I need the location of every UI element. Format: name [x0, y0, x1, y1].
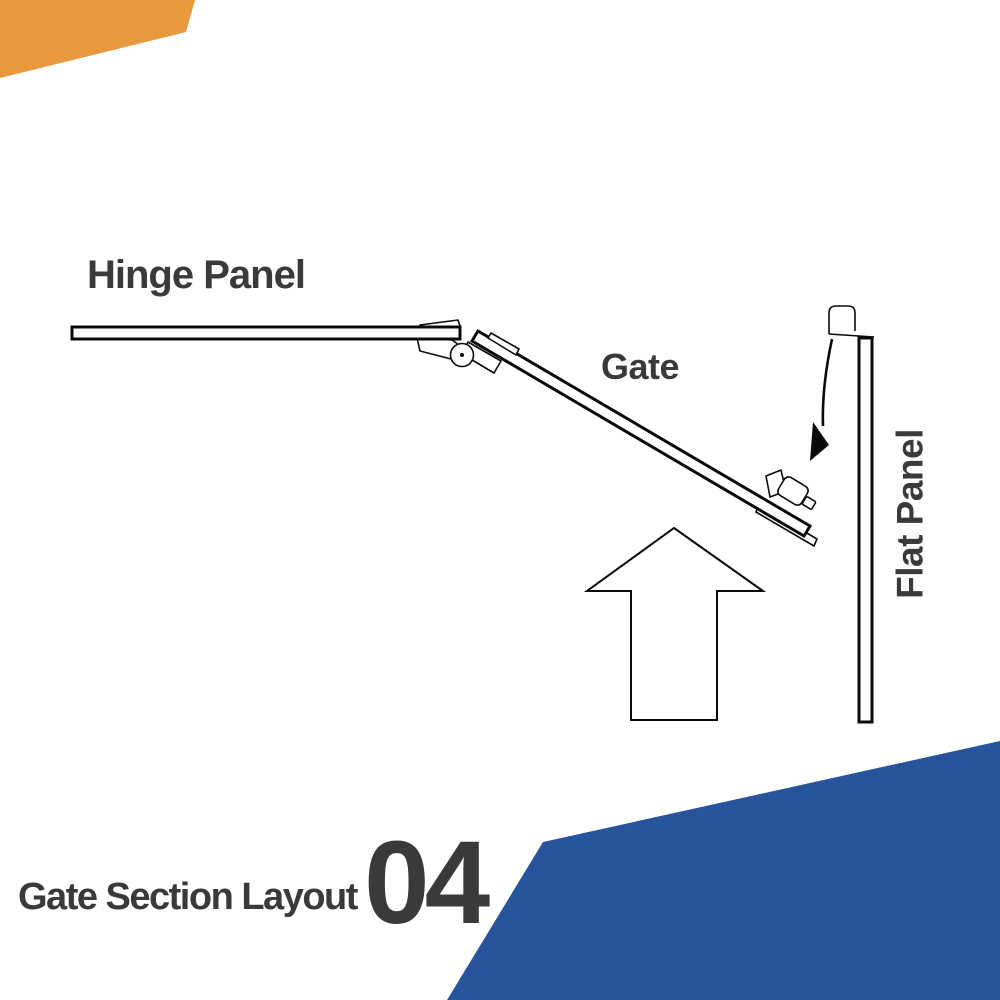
hinge-panel-section	[70, 325, 462, 341]
curved-arrow-tail	[821, 338, 834, 427]
layout-number: 04	[364, 817, 490, 949]
gate-drawing	[469, 328, 818, 547]
page-title: Gate Section Layout	[18, 876, 358, 918]
hinge-panel-label: Hinge Panel	[87, 253, 306, 297]
blue-corner-shape	[447, 741, 1000, 1000]
latch-body	[777, 476, 809, 506]
hinge-pivot-dot	[460, 353, 464, 357]
flat-panel-drawing	[828, 305, 875, 724]
flat-panel-cap	[828, 305, 856, 334]
curved-arrow-icon	[810, 338, 834, 461]
gate-panel-section	[469, 328, 813, 539]
flat-panel-label: Flat Panel	[889, 429, 931, 599]
up-arrow-icon	[583, 526, 767, 721]
gate-label: Gate	[601, 346, 680, 387]
orange-corner-shape	[0, 0, 195, 78]
hinge-panel-drawing	[70, 319, 462, 341]
latch-drawing	[765, 469, 817, 510]
hinge-pivot-icon	[449, 342, 475, 368]
curved-arrow-head	[810, 422, 829, 461]
gate-top-plate	[487, 332, 520, 356]
latch-tab	[801, 496, 817, 510]
flat-panel-section	[857, 336, 874, 724]
